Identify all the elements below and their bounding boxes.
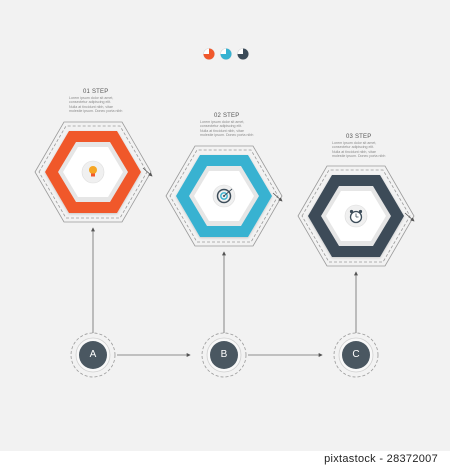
footer-text: pixtastock - 28372007: [324, 453, 438, 465]
step-1-title: 01 STEP: [83, 89, 109, 95]
step-1-line-4: molestie ipsum. Donec porta nibh: [69, 109, 123, 114]
color-dots: [203, 48, 249, 60]
node-a: [70, 332, 116, 378]
color-dot-dark: [237, 48, 249, 60]
step-3-line-2: consectetur adipiscing elit.: [332, 145, 375, 150]
color-dot-blue: [220, 48, 232, 60]
step-2-arrow: [272, 192, 283, 202]
footer-bar: pixtastock - 28372007: [0, 451, 450, 469]
target-icon: [212, 184, 236, 208]
step-2-description: Lorem ipsum dolor sit amet, consectetur …: [200, 120, 260, 138]
node-b: [201, 332, 247, 378]
step-1-line-2: consectetur adipiscing elit.: [69, 100, 112, 105]
step-3-title: 03 STEP: [346, 134, 372, 140]
step-2-line-1: Lorem ipsum dolor sit amet,: [200, 120, 245, 124]
node-a-label: A: [89, 349, 97, 360]
step-3-arrow: [404, 212, 415, 222]
alarm-clock-icon: [344, 204, 368, 228]
color-dot-orange: [203, 48, 215, 60]
node-c-label: C: [352, 349, 360, 360]
step-1-line-1: Lorem ipsum dolor sit amet,: [69, 96, 114, 100]
step-1-arrow: [142, 167, 153, 177]
step-2-line-3: Nulla at tincidunt nibh, vitae: [200, 128, 244, 133]
lightbulb-icon: [81, 160, 105, 184]
step-2-line-2: consectetur adipiscing elit.: [200, 124, 243, 129]
step-3-line-4: molestie ipsum. Donec porta nibh: [332, 154, 386, 159]
step-3-line-3: Nulla at tincidunt nibh, vitae: [332, 149, 376, 154]
step-1-line-3: Nulla at tincidunt nibh, vitae: [69, 104, 113, 109]
node-c: [333, 332, 379, 378]
step-2-line-4: molestie ipsum. Donec porta nibh: [200, 133, 254, 138]
step-3-line-1: Lorem ipsum dolor sit amet,: [332, 141, 377, 145]
step-3-description: Lorem ipsum dolor sit amet, consectetur …: [332, 141, 392, 159]
step-2-title: 02 STEP: [214, 113, 240, 119]
node-b-label: B: [220, 349, 228, 360]
step-1-description: Lorem ipsum dolor sit amet, consectetur …: [69, 96, 129, 114]
